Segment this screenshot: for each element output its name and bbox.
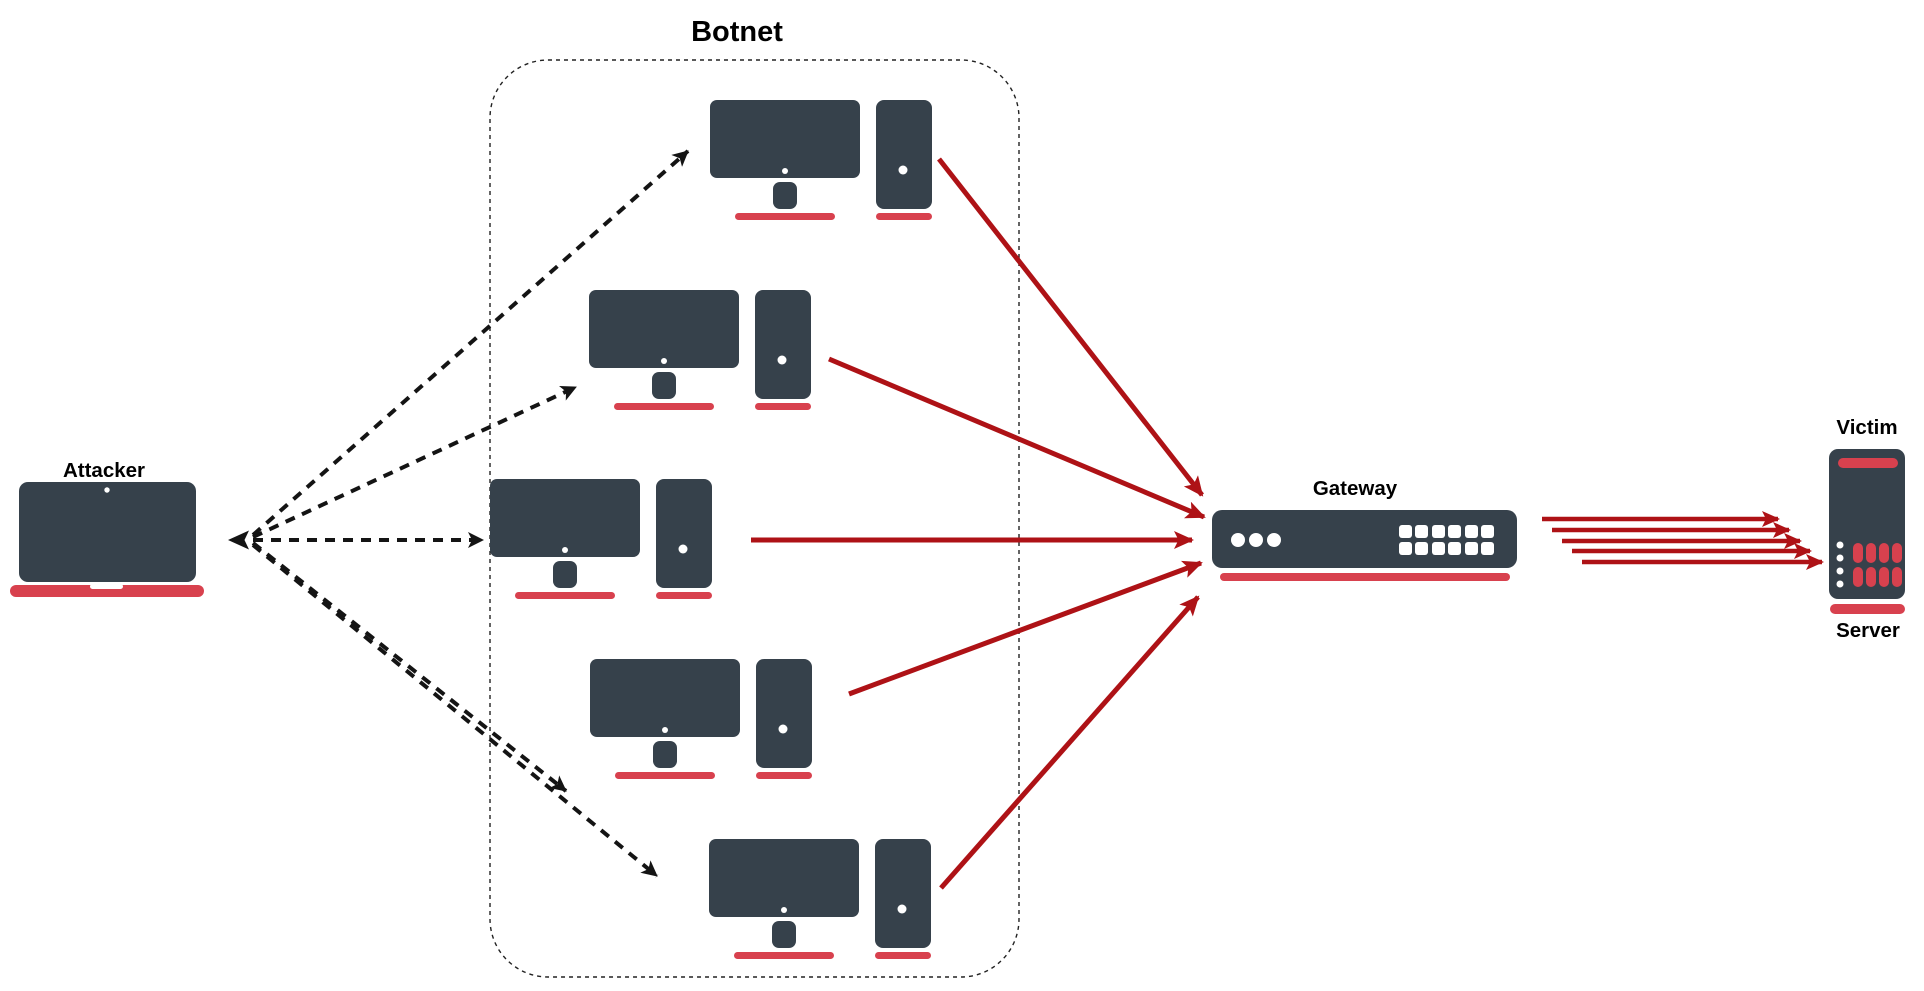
gateway-to-victim-arrows — [1542, 511, 1824, 570]
flood-arrows — [751, 157, 1206, 890]
command-arrow-1 — [251, 149, 690, 537]
gateway-label: Gateway — [1313, 477, 1398, 500]
gateway-ports — [1399, 525, 1494, 555]
server-label: Server — [1836, 619, 1900, 642]
flood-arrow-5 — [939, 595, 1200, 890]
botnet-computers — [490, 100, 932, 959]
victim-label: Victim — [1836, 416, 1897, 439]
bot-computer-icon-5 — [709, 839, 931, 959]
bot-computer-icon-3 — [490, 479, 712, 599]
botnet-group-border — [489, 59, 1020, 978]
server-drive-leds — [1853, 543, 1902, 587]
flood-arrow-4 — [848, 560, 1203, 697]
victim-server-icon — [1829, 449, 1905, 614]
command-arrow-2 — [252, 385, 577, 539]
command-arrows — [228, 149, 690, 878]
bot-computer-icon-4 — [590, 659, 812, 779]
gateway-router-icon — [1212, 510, 1517, 581]
command-arrow-5 — [251, 543, 659, 878]
bot-computer-icon-1 — [710, 100, 932, 220]
origin-arrowhead-icon — [228, 530, 249, 550]
attacker-laptop-icon — [10, 482, 204, 597]
command-arrow-4 — [251, 541, 568, 793]
flood-arrow-1 — [937, 157, 1204, 497]
bot-computer-icon-2 — [589, 290, 811, 410]
attacker-label: Attacker — [63, 459, 145, 482]
flood-arrow-2 — [828, 356, 1206, 520]
botnet-label: Botnet — [691, 16, 783, 48]
